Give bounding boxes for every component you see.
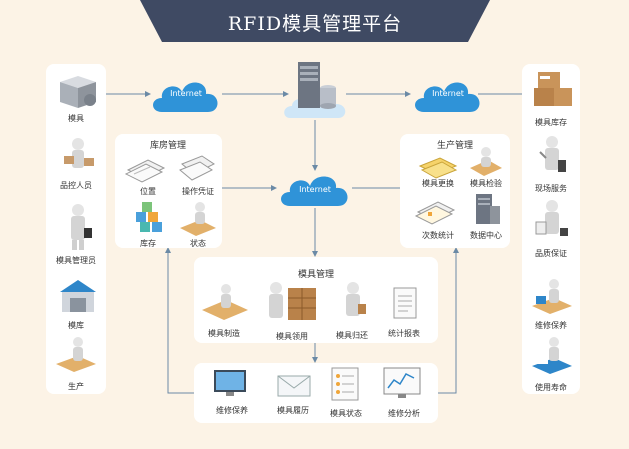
left-item-label: 模具管理员: [56, 256, 96, 265]
right-item-label: 维修保养: [535, 321, 567, 330]
warehouse-title: 库房管理: [149, 141, 187, 151]
mold-inspection-icon: [470, 147, 502, 176]
mold-status-list-icon: [331, 367, 359, 401]
boxes-icon: [534, 72, 572, 106]
warehouse-item-label: 状态: [190, 239, 206, 248]
status-worker-icon: [180, 202, 216, 236]
mold-item-label: 模具归还: [336, 331, 368, 340]
service-technician-icon: [539, 136, 566, 172]
bottom-item-label: 维修保养: [216, 406, 248, 415]
mold-manufacture-icon: [202, 284, 248, 320]
report-document-icon: [393, 287, 417, 319]
left-item-label: 模库: [68, 321, 84, 330]
warehouse-item-label: 操作凭证: [182, 187, 214, 196]
cloud-icon: [281, 176, 348, 206]
left-item-label: 生产: [68, 382, 84, 391]
server-icon: [284, 62, 346, 118]
data-center-icon: [476, 194, 500, 224]
warehouse-building-icon: [60, 280, 96, 312]
cloud-icon: [415, 82, 480, 112]
record-envelope-icon: [277, 375, 311, 397]
mold-shelf-icon: [269, 282, 316, 320]
documents-icon: [124, 159, 166, 183]
arrow-bottom-to-production: [438, 247, 459, 394]
warehouse-item-label: 位置: [140, 187, 156, 196]
voucher-icon: [179, 155, 215, 181]
left-item-label: 模具: [68, 114, 84, 123]
analysis-chart-icon: [383, 367, 421, 398]
service-life-icon: [532, 337, 572, 374]
production-item-label: 模具检验: [470, 179, 502, 188]
bottom-item-label: 模具履历: [277, 406, 309, 415]
mold-item-label: 模具领用: [276, 332, 308, 341]
cloud-label: Internet: [432, 89, 464, 98]
right-item-label: 品质保证: [535, 249, 567, 258]
production-title: 生产管理: [436, 141, 474, 151]
right-item-label: 使用寿命: [535, 383, 567, 392]
mold-box-icon: [60, 76, 96, 108]
bottom-item-label: 维修分析: [388, 409, 420, 418]
warehouse-item-label: 库存: [140, 239, 156, 248]
production-item-label: 数据中心: [470, 231, 502, 240]
cloud-label: Internet: [299, 185, 331, 194]
mold-change-icon: [418, 157, 458, 179]
arrow-bottom-to-warehouse: [165, 247, 194, 394]
maintenance-monitor-icon: [214, 370, 246, 396]
count-stats-icon: [414, 201, 456, 225]
maintenance-desk-icon: [532, 279, 572, 314]
production-item-label: 模具更换: [422, 179, 454, 188]
title-bar: [140, 0, 490, 42]
right-item-label: 模具库存: [535, 118, 567, 127]
quality-inspector-icon: [535, 200, 568, 236]
production-item-label: 次数统计: [422, 231, 454, 240]
inspector-person-icon: [64, 138, 94, 168]
page-title: RFID模具管理平台: [227, 13, 403, 35]
mold-item-label: 统计报表: [388, 329, 420, 338]
mold-return-person-icon: [346, 282, 366, 316]
mold-item-label: 模具制造: [208, 329, 240, 338]
left-item-label: 品控人员: [60, 181, 92, 190]
mold-title: 模具管理: [297, 270, 335, 280]
bottom-item-label: 模具状态: [330, 409, 362, 418]
mold-manager-person-icon: [71, 204, 92, 250]
cloud-icon: [153, 82, 218, 112]
production-panel: [400, 134, 510, 248]
right-item-label: 现场服务: [535, 184, 567, 193]
inventory-blocks-icon: [136, 202, 162, 232]
production-worker-icon: [56, 337, 96, 372]
cloud-label: Internet: [170, 89, 202, 98]
